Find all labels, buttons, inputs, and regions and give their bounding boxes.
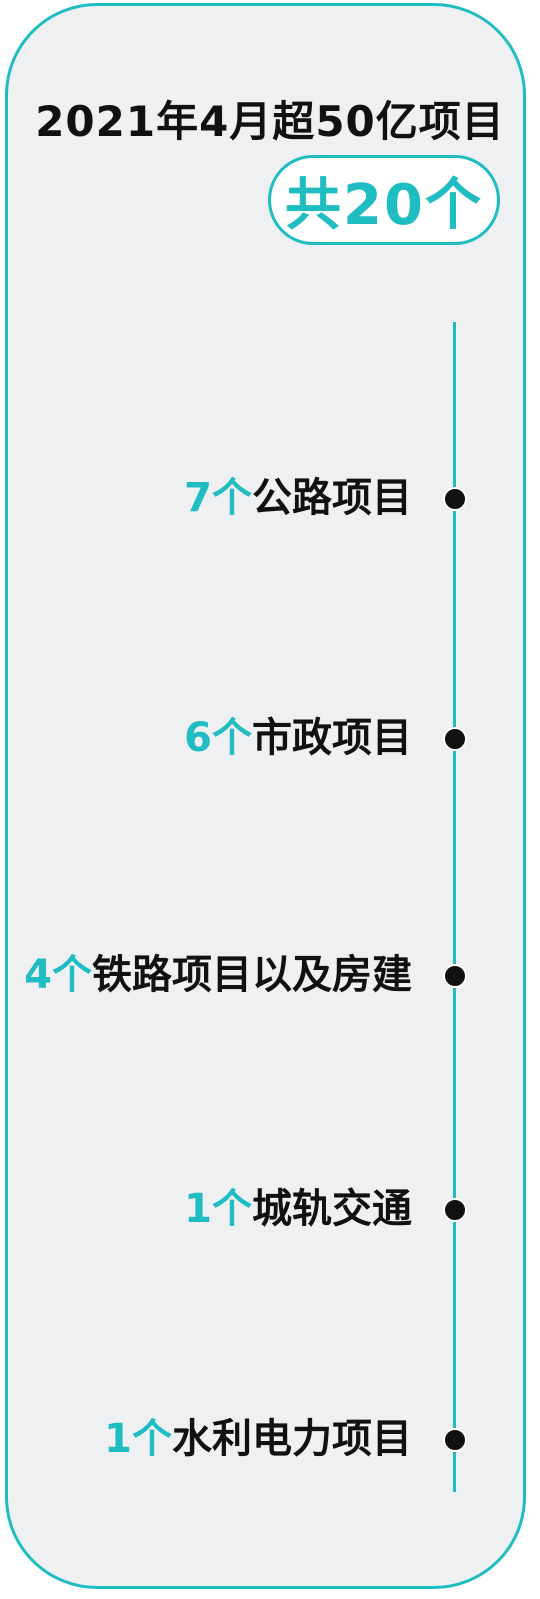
timeline-dot (443, 487, 467, 511)
timeline-dot (443, 964, 467, 988)
item-count: 4个 (24, 952, 92, 998)
item-label: 铁路项目以及房建 (92, 952, 412, 998)
item-label: 市政项目 (252, 715, 412, 761)
item-count: 7个 (184, 475, 252, 521)
timeline-line (453, 322, 456, 1492)
total-count-text: 共20个 (285, 172, 483, 238)
timeline-item-municipal: 6个市政项目 (184, 714, 412, 762)
item-count: 6个 (184, 715, 252, 761)
total-count-badge: 共20个 (268, 155, 500, 245)
page-title: 2021年4月超50亿项目 (35, 97, 505, 146)
timeline-dot (443, 1428, 467, 1452)
item-count: 1个 (104, 1416, 172, 1462)
item-label: 城轨交通 (252, 1186, 412, 1232)
timeline-dot (443, 1198, 467, 1222)
timeline-item-highway: 7个公路项目 (184, 474, 412, 522)
info-card (5, 3, 526, 1589)
timeline-item-water-power: 1个水利电力项目 (104, 1415, 412, 1463)
timeline-dot (443, 727, 467, 751)
timeline-item-urban-rail: 1个城轨交通 (184, 1185, 412, 1233)
item-count: 1个 (184, 1186, 252, 1232)
timeline-item-railway: 4个铁路项目以及房建 (24, 951, 412, 999)
item-label: 水利电力项目 (172, 1416, 412, 1462)
item-label: 公路项目 (252, 475, 412, 521)
